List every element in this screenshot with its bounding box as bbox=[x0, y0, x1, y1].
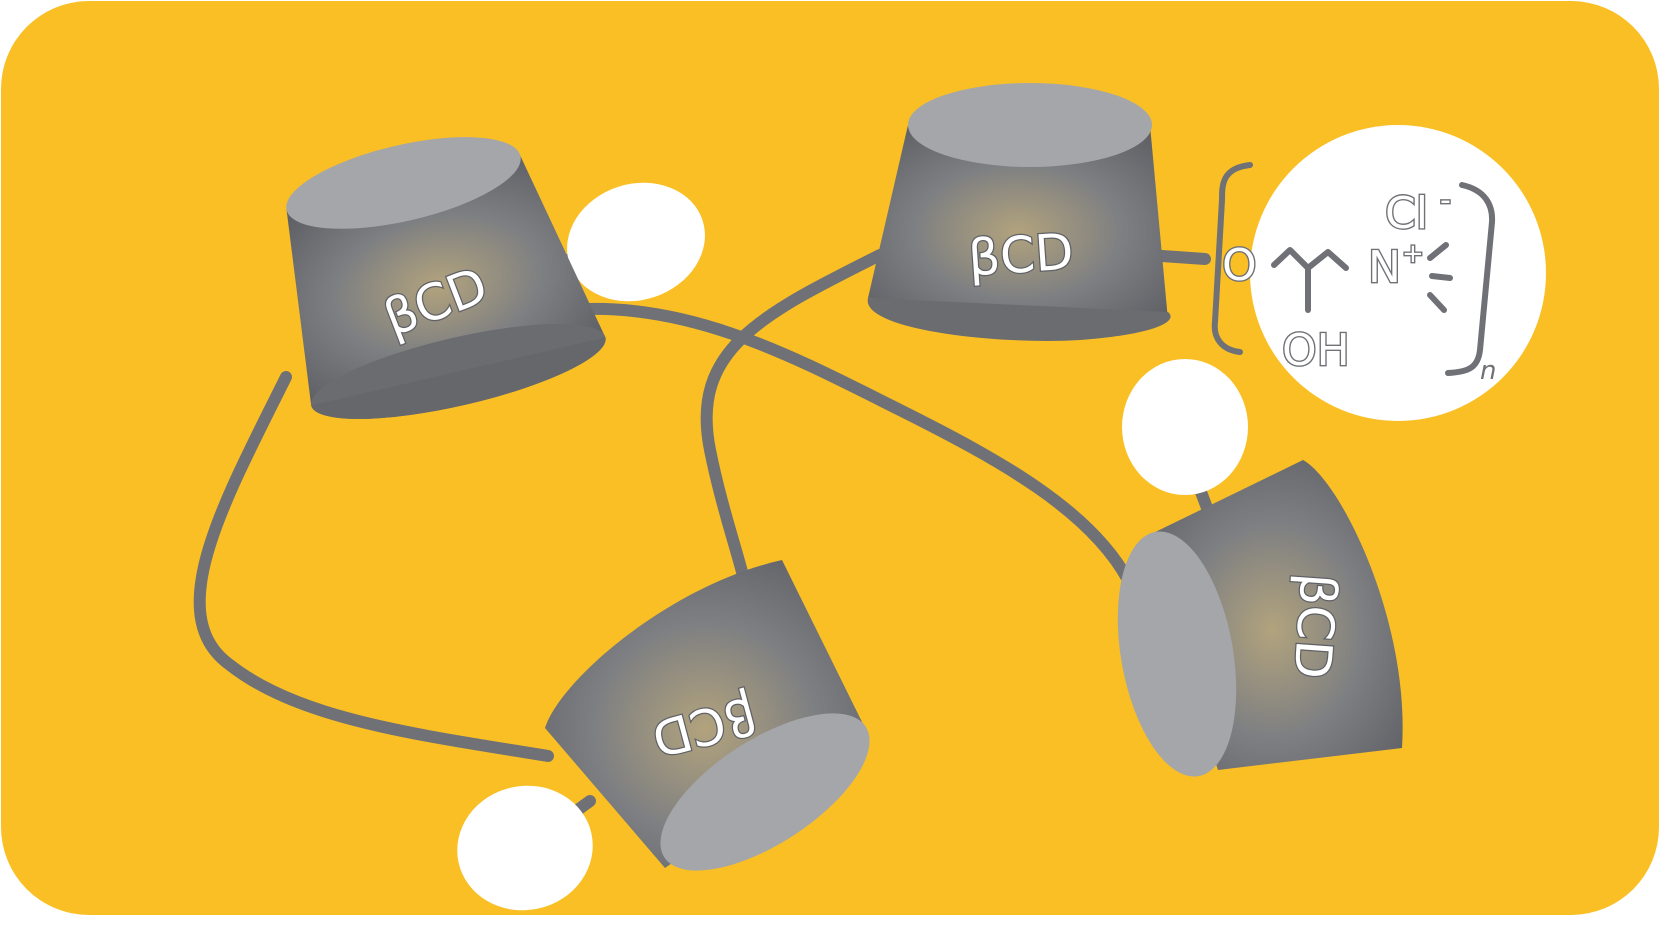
guest-blob-repeat-unit bbox=[1250, 125, 1546, 421]
cyclodextrin-label: βCD bbox=[966, 222, 1075, 287]
cyclodextrin-cone-4: βCD bbox=[1117, 460, 1403, 777]
chloride-counterion: Cl bbox=[1385, 188, 1428, 239]
hydroxyl-group: OH bbox=[1282, 325, 1350, 376]
guest-blobs bbox=[457, 125, 1546, 911]
guest-blob-top-left bbox=[567, 182, 705, 302]
cyclodextrin-cone-3: βCD bbox=[545, 560, 870, 871]
ammonium-nitrogen: N bbox=[1368, 242, 1401, 293]
chain-tether-b bbox=[1156, 250, 1211, 265]
guest-blob-bottom-left bbox=[457, 785, 593, 911]
chloride-charge: - bbox=[1440, 183, 1451, 218]
ammonium-charge: + bbox=[1402, 239, 1424, 269]
cone-body bbox=[545, 560, 865, 868]
chain-cross-diagonal bbox=[564, 302, 1134, 586]
oxygen-atom: O bbox=[1222, 240, 1257, 291]
polymer-repeat-unit: n O OH N + Cl - bbox=[1211, 162, 1496, 386]
cyclodextrin-cone-1: βCD bbox=[286, 137, 606, 419]
cyclodextrin-cone-2: βCD bbox=[867, 83, 1171, 341]
cone-top-rim bbox=[908, 83, 1152, 167]
chain-center bbox=[700, 249, 886, 578]
cone-open-rim bbox=[1117, 531, 1237, 777]
guest-blob-right-middle bbox=[1122, 359, 1248, 495]
cone-top-rim bbox=[286, 137, 521, 229]
methyl-bonds bbox=[1427, 242, 1453, 313]
cone-body bbox=[868, 125, 1168, 320]
chain-left-loop bbox=[193, 371, 554, 762]
right-bracket bbox=[1445, 182, 1496, 376]
cyclodextrin-label: βCD bbox=[1282, 572, 1347, 681]
cone-bottom-rim bbox=[660, 713, 870, 871]
repeat-subscript: n bbox=[1480, 356, 1496, 386]
left-bracket bbox=[1211, 162, 1253, 355]
